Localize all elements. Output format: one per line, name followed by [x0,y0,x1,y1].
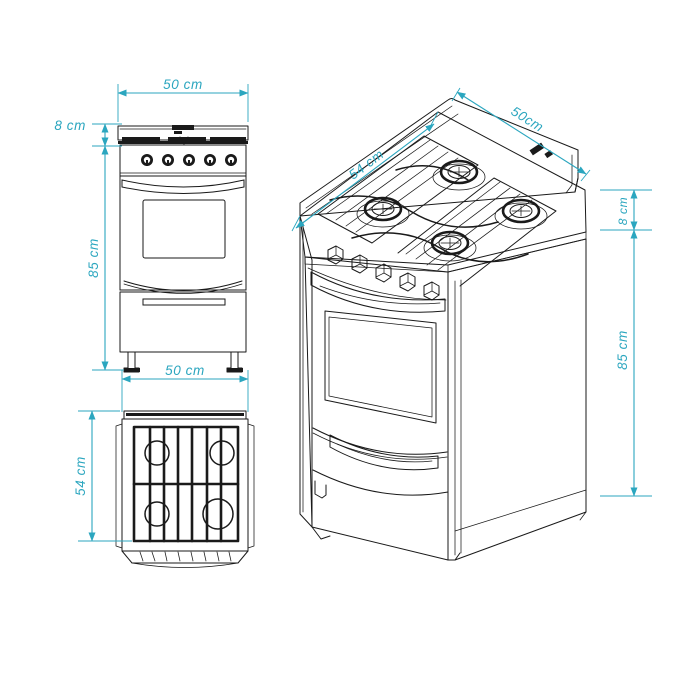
dim-top-width [121,370,249,412]
front-control-knobs [141,154,237,166]
front-oven-body [119,175,247,294]
front-cooktop-grates [118,136,248,145]
knob [183,154,195,166]
persp-drawer [312,427,449,496]
knob [162,154,174,166]
front-control-panel [119,144,247,177]
front-backguard [117,125,249,141]
dim-front-width [117,84,249,122]
dim-label-persp-backguard: 8 cm [616,197,630,225]
knob [351,254,368,274]
persp-front-face [304,256,449,561]
top-burners [144,440,235,530]
dim-front-height [92,145,124,371]
persp-left-side-panel [299,215,313,528]
persp-control-knobs [327,245,440,301]
knob [225,154,237,166]
burner [423,230,477,262]
dim-persp-height [600,229,652,497]
burner [494,198,548,230]
front-oven-handle [121,179,245,194]
knob [375,263,392,283]
persp-oven-door [324,310,437,424]
dim-label-front-height: 85 cm [86,238,101,278]
dim-label-front-backguard: 8 cm [54,118,86,133]
knob [141,154,153,166]
dim-label-top-width: 50 cm [165,363,205,378]
dim-label-persp-height: 85 cm [615,330,630,370]
dimension-lines [78,84,652,542]
front-legs [123,351,243,373]
dim-label-persp-width: 50cm [508,103,546,134]
front-storage-drawer [119,291,247,353]
persp-oven-handle [310,271,446,313]
dim-top-depth [78,410,132,542]
knob [399,272,416,292]
dim-persp-width [451,87,591,182]
top-front-lip [121,550,249,568]
persp-legs [311,480,587,561]
front-view-group [117,125,249,373]
knob [204,154,216,166]
knob [423,281,440,301]
top-grate [132,425,240,543]
top-view-group [115,410,255,568]
knob [327,245,344,265]
burner [356,196,410,228]
dim-label-front-width: 50 cm [163,77,203,92]
dim-persp-depth [291,111,439,232]
persp-right-side-panel [447,238,587,561]
perspective-view-group [299,98,587,561]
dim-label-top-depth: 54 cm [73,456,88,496]
